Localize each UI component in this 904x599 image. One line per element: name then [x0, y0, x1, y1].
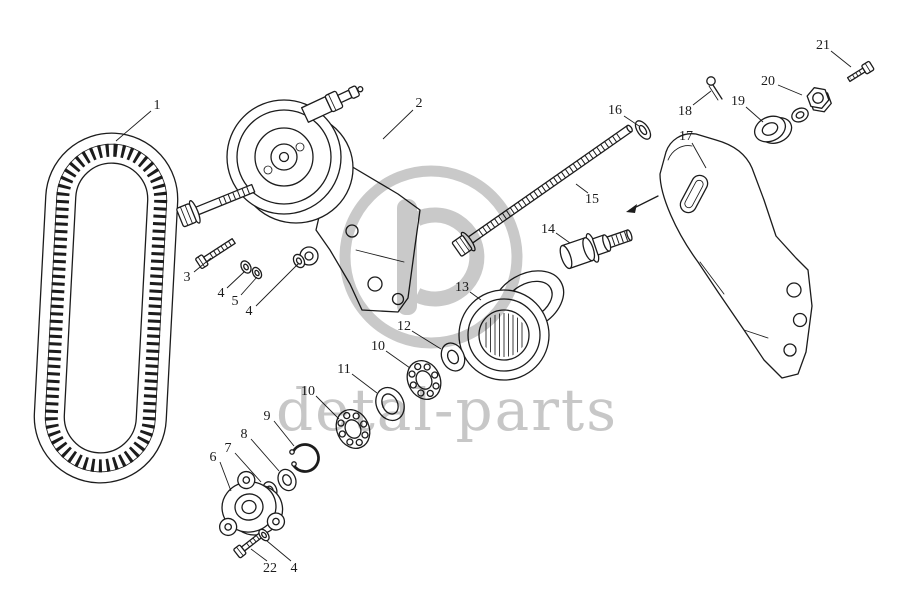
watermark-logo: [339, 165, 523, 349]
washer: [258, 528, 270, 542]
callout-4b: 4: [246, 304, 253, 319]
washer: [277, 468, 297, 492]
snap-ring: [289, 443, 320, 473]
v-belt: [33, 132, 179, 484]
tension-adjust-bolt: [176, 183, 256, 228]
callout-6: 6: [210, 450, 217, 465]
callout-15: 15: [585, 192, 599, 207]
callout-18: 18: [678, 104, 692, 119]
callout-5: 5: [232, 294, 239, 309]
assembly-arrow: [626, 195, 659, 213]
pump-shaft-fitting: [300, 85, 364, 123]
leader-lines: [115, 50, 852, 562]
stud-washer: [634, 120, 652, 140]
watermark-text: detal-parts: [276, 376, 618, 444]
hex-nut: [806, 87, 832, 113]
pulley-shaft: [559, 229, 633, 270]
callout-7: 7: [225, 441, 232, 456]
tension-pulley: [226, 99, 354, 224]
mounting-bolt: [195, 238, 236, 270]
spacer-washer: [753, 115, 793, 144]
callout-labels: 1 2 3 4 5 4 16 18 19 20 21 15 14 17 13 1…: [154, 38, 831, 576]
bearing-cover: [218, 470, 286, 537]
callout-1: 1: [154, 98, 161, 113]
callout-10b: 10: [301, 384, 315, 399]
washer: [791, 107, 809, 123]
callout-14: 14: [541, 222, 555, 237]
washer: [240, 260, 252, 274]
callout-4c: 4: [291, 561, 298, 576]
callout-20: 20: [761, 74, 775, 89]
callout-8: 8: [241, 427, 248, 442]
callout-22: 22: [263, 561, 277, 576]
washer: [292, 253, 306, 269]
callout-16: 16: [608, 103, 622, 118]
callout-4: 4: [218, 286, 225, 301]
cotter-pin: [706, 76, 723, 101]
callout-2: 2: [416, 96, 423, 111]
small-bolt: [846, 60, 875, 83]
callout-3: 3: [184, 270, 191, 285]
callout-12: 12: [397, 319, 411, 334]
callout-9: 9: [264, 409, 271, 424]
callout-19: 19: [731, 94, 745, 109]
support-bracket: [659, 133, 813, 379]
callout-10: 10: [371, 339, 385, 354]
callout-17: 17: [679, 129, 693, 144]
lock-washer: [251, 266, 263, 280]
callout-21: 21: [816, 38, 830, 53]
callout-11: 11: [337, 362, 350, 377]
